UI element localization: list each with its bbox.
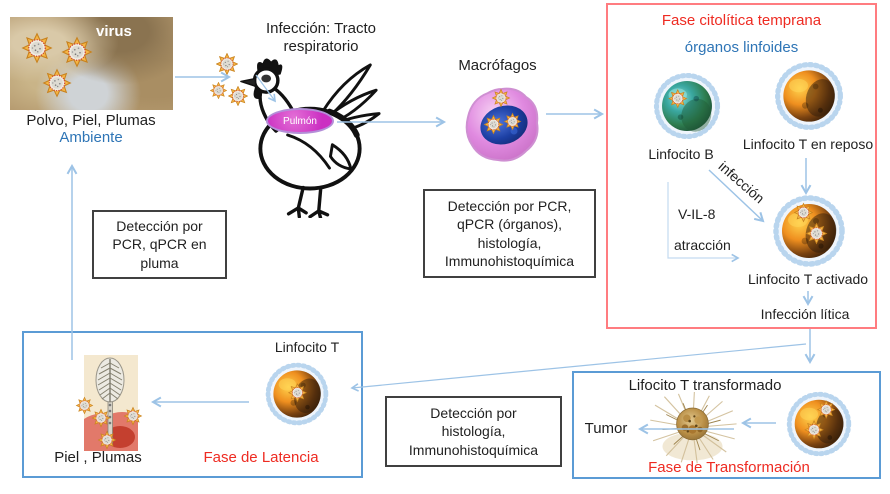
environment-photo: virus bbox=[10, 17, 173, 110]
macrophage-label: Macrófagos bbox=[458, 57, 537, 74]
virus-icon bbox=[43, 69, 71, 97]
t-lymphocyte-latent-icon bbox=[262, 357, 332, 431]
vil8-label: V-IL-8 bbox=[678, 206, 716, 222]
t-lymphocyte-activated-icon bbox=[769, 191, 849, 271]
transformed-tcell-label: Lifocito T transformado bbox=[628, 377, 782, 394]
t-lymphocyte-resting-label: Linfocito T en reposo bbox=[742, 136, 874, 152]
virus-icon bbox=[210, 82, 227, 99]
virus-label: virus bbox=[96, 23, 132, 40]
virus-icon bbox=[216, 53, 238, 75]
lytic-infection-label: Infección lítica bbox=[760, 306, 850, 322]
t-lymphocyte-transformed-icon bbox=[783, 388, 855, 460]
latency-caption: Piel , Plumas bbox=[54, 449, 142, 466]
tumor-label: Tumor bbox=[584, 420, 628, 437]
t-lymphocyte-resting-icon bbox=[771, 58, 847, 134]
feather-icon bbox=[76, 355, 142, 451]
virus-icon bbox=[22, 33, 52, 63]
cytolytic-subtitle: órganos linfoides bbox=[684, 39, 799, 56]
virus-icon bbox=[62, 37, 92, 67]
macrophage-icon bbox=[465, 87, 539, 162]
latency-phase-label: Fase de Latencia bbox=[203, 449, 319, 466]
tumor-icon bbox=[650, 391, 737, 464]
lung-organ: Pulmón bbox=[266, 108, 334, 134]
detection-feather-box: Detección por PCR, qPCR en pluma bbox=[92, 210, 227, 279]
b-lymphocyte-icon bbox=[650, 67, 724, 145]
detection-organs-box: Detección por PCR, qPCR (órganos), histo… bbox=[423, 189, 596, 278]
cytolytic-phase-box bbox=[606, 3, 877, 329]
environment-caption: Polvo, Piel, Plumas bbox=[26, 112, 156, 129]
cytolytic-title: Fase citolítica temprana bbox=[661, 12, 822, 29]
environment-subcaption: Ambiente bbox=[59, 129, 123, 146]
lung-label: Pulmón bbox=[283, 115, 317, 127]
latency-tcell-label: Linfocito T bbox=[274, 339, 340, 355]
transformation-phase-label: Fase de Transformación bbox=[648, 459, 810, 476]
latency-phase-box bbox=[22, 331, 363, 478]
detection-histology-box: Detección por histología, Immunohistoquí… bbox=[385, 396, 562, 467]
chicken-icon bbox=[240, 58, 381, 218]
b-lymphocyte-label: Linfocito B bbox=[648, 146, 714, 162]
infection-route-title: Infección: Tracto respiratorio bbox=[265, 20, 377, 56]
t-lymphocyte-activated-label: Linfocito T activado bbox=[747, 271, 869, 287]
attraction-label: atracción bbox=[674, 237, 731, 253]
